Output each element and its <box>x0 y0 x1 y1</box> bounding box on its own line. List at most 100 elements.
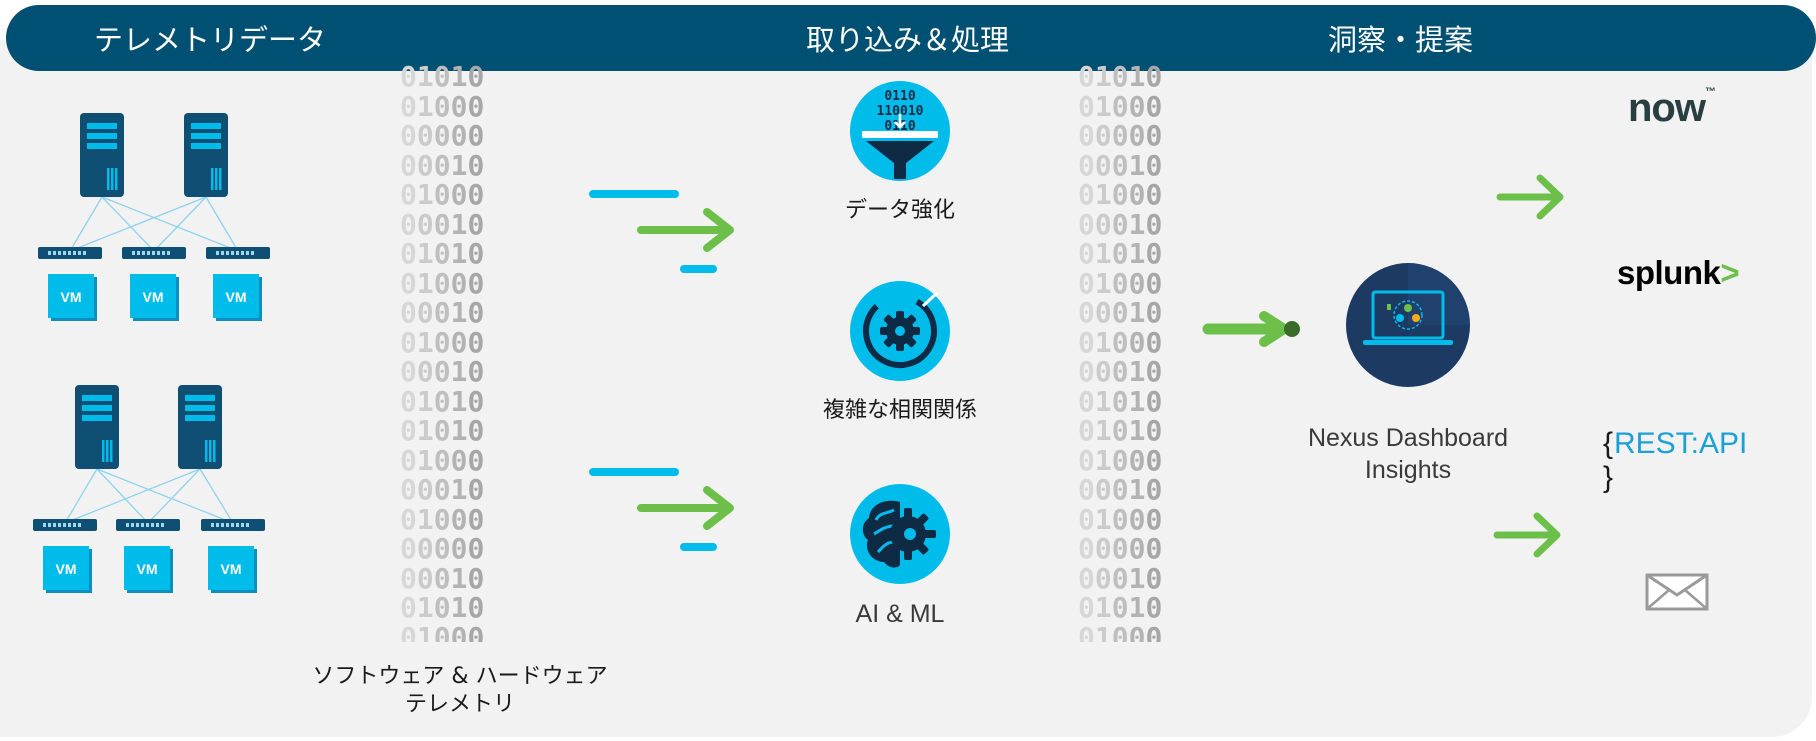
ai-ml-brain-icon <box>850 484 950 584</box>
binary-row: 00010 <box>1078 207 1163 241</box>
binary-row: 01010 <box>1078 591 1163 624</box>
binary-row: 01000 <box>1078 502 1163 536</box>
topology-link <box>205 196 239 252</box>
switch-port <box>131 523 134 527</box>
binary-row: 00010 <box>400 355 485 388</box>
topology-link <box>69 196 103 252</box>
topology-link <box>96 468 234 524</box>
ingest-process-title: 取り込み＆処理 <box>806 23 1010 57</box>
binary-row: 01000 <box>1078 178 1163 211</box>
binary-row: 01000 <box>400 502 485 536</box>
ring-needle <box>921 291 939 308</box>
switch-port <box>151 523 154 527</box>
switch-port <box>236 523 239 527</box>
binary-digits-row2: 110010 <box>877 104 924 119</box>
switch-port <box>226 523 229 527</box>
switch-port <box>152 251 155 255</box>
server-vent <box>115 168 118 190</box>
topology-link <box>153 196 207 252</box>
switch-port <box>236 251 239 255</box>
binary-row: 00010 <box>400 207 485 241</box>
binary-row: 00000 <box>1078 119 1163 152</box>
server-vent <box>209 440 212 462</box>
vm-icon <box>48 274 94 318</box>
binary-row: 01000 <box>400 266 485 300</box>
binary-row: 00010 <box>400 296 485 329</box>
envelope-icon <box>1645 573 1709 611</box>
switch-port <box>78 523 81 527</box>
flow-arrow-to-rest-api <box>1493 512 1561 558</box>
switch-port <box>241 251 244 255</box>
binary-row: 01010 <box>400 414 485 447</box>
server-vent <box>111 168 114 190</box>
switch-port <box>58 523 61 527</box>
switch-port <box>63 523 66 527</box>
telemetry-label-line2: テレメトリ <box>404 692 515 717</box>
server-bay <box>87 133 117 139</box>
vm-label: VM <box>61 289 82 305</box>
binary-row: 00010 <box>400 561 485 595</box>
switch-port <box>136 523 139 527</box>
data-flow-arrows <box>589 190 734 551</box>
header-bar: テレメトリデータ 取り込み＆処理 洞察・提案 <box>6 5 1816 71</box>
server-bay <box>82 405 112 411</box>
nexus-label-line2: Insights <box>1364 456 1452 484</box>
topology-link <box>96 468 149 524</box>
splunk-wordmark: splunk <box>1617 254 1721 291</box>
switch-port <box>137 251 140 255</box>
switch-port <box>221 251 224 255</box>
nexus-insights-label: Nexus Dashboard Insights <box>1258 422 1558 486</box>
server-vent <box>211 168 214 190</box>
switch-port <box>251 251 254 255</box>
rest-api-open-brace: { <box>1603 427 1614 460</box>
binary-row: 00010 <box>400 473 485 506</box>
switch-port <box>48 251 51 255</box>
vm-label: VM <box>137 561 158 577</box>
binary-row: 01000 <box>1078 325 1163 359</box>
binary-row: 00000 <box>400 532 485 565</box>
binary-row: 01010 <box>400 62 485 93</box>
switch-port <box>147 251 150 255</box>
switch-port <box>53 523 56 527</box>
switch-port <box>156 523 159 527</box>
vm-icon <box>208 546 254 590</box>
server-vent <box>106 440 109 462</box>
switch-port <box>231 251 234 255</box>
switch-port <box>216 523 219 527</box>
binary-row: 01000 <box>1078 620 1163 642</box>
vm-label: VM <box>226 289 247 305</box>
switch-port <box>146 523 149 527</box>
telemetry-label-line1: ソフトウェア & ハードウェア <box>312 664 608 689</box>
ai-ml-label: AI & ML <box>855 600 945 628</box>
server-bay <box>185 395 215 401</box>
server-bay <box>185 405 215 411</box>
vm-label: VM <box>221 561 242 577</box>
binary-row: 01000 <box>400 89 485 123</box>
topology-link <box>101 196 239 252</box>
switch-port <box>58 251 61 255</box>
binary-digits-row1: 0110 <box>884 89 915 104</box>
topology-link <box>64 468 201 524</box>
binary-row: 00010 <box>1078 355 1163 388</box>
binary-row: 01000 <box>400 178 485 211</box>
server-bay <box>185 415 215 421</box>
server-bay <box>191 133 221 139</box>
binary-row: 01010 <box>1078 62 1163 93</box>
switch-port <box>68 523 71 527</box>
switch-port <box>73 251 76 255</box>
rest-api-text: REST:API <box>1614 427 1748 460</box>
switch-port <box>142 251 145 255</box>
binary-row: 00010 <box>1078 296 1163 329</box>
switch-port <box>63 251 66 255</box>
vm-icon <box>124 546 170 590</box>
server-bay <box>87 143 117 149</box>
switch-port <box>83 251 86 255</box>
binary-row: 01010 <box>1078 237 1163 270</box>
binary-row: 01000 <box>400 443 485 477</box>
server-vent <box>215 168 218 190</box>
binary-row: 01010 <box>400 237 485 270</box>
topology-link <box>101 196 155 252</box>
server-vent <box>110 440 113 462</box>
